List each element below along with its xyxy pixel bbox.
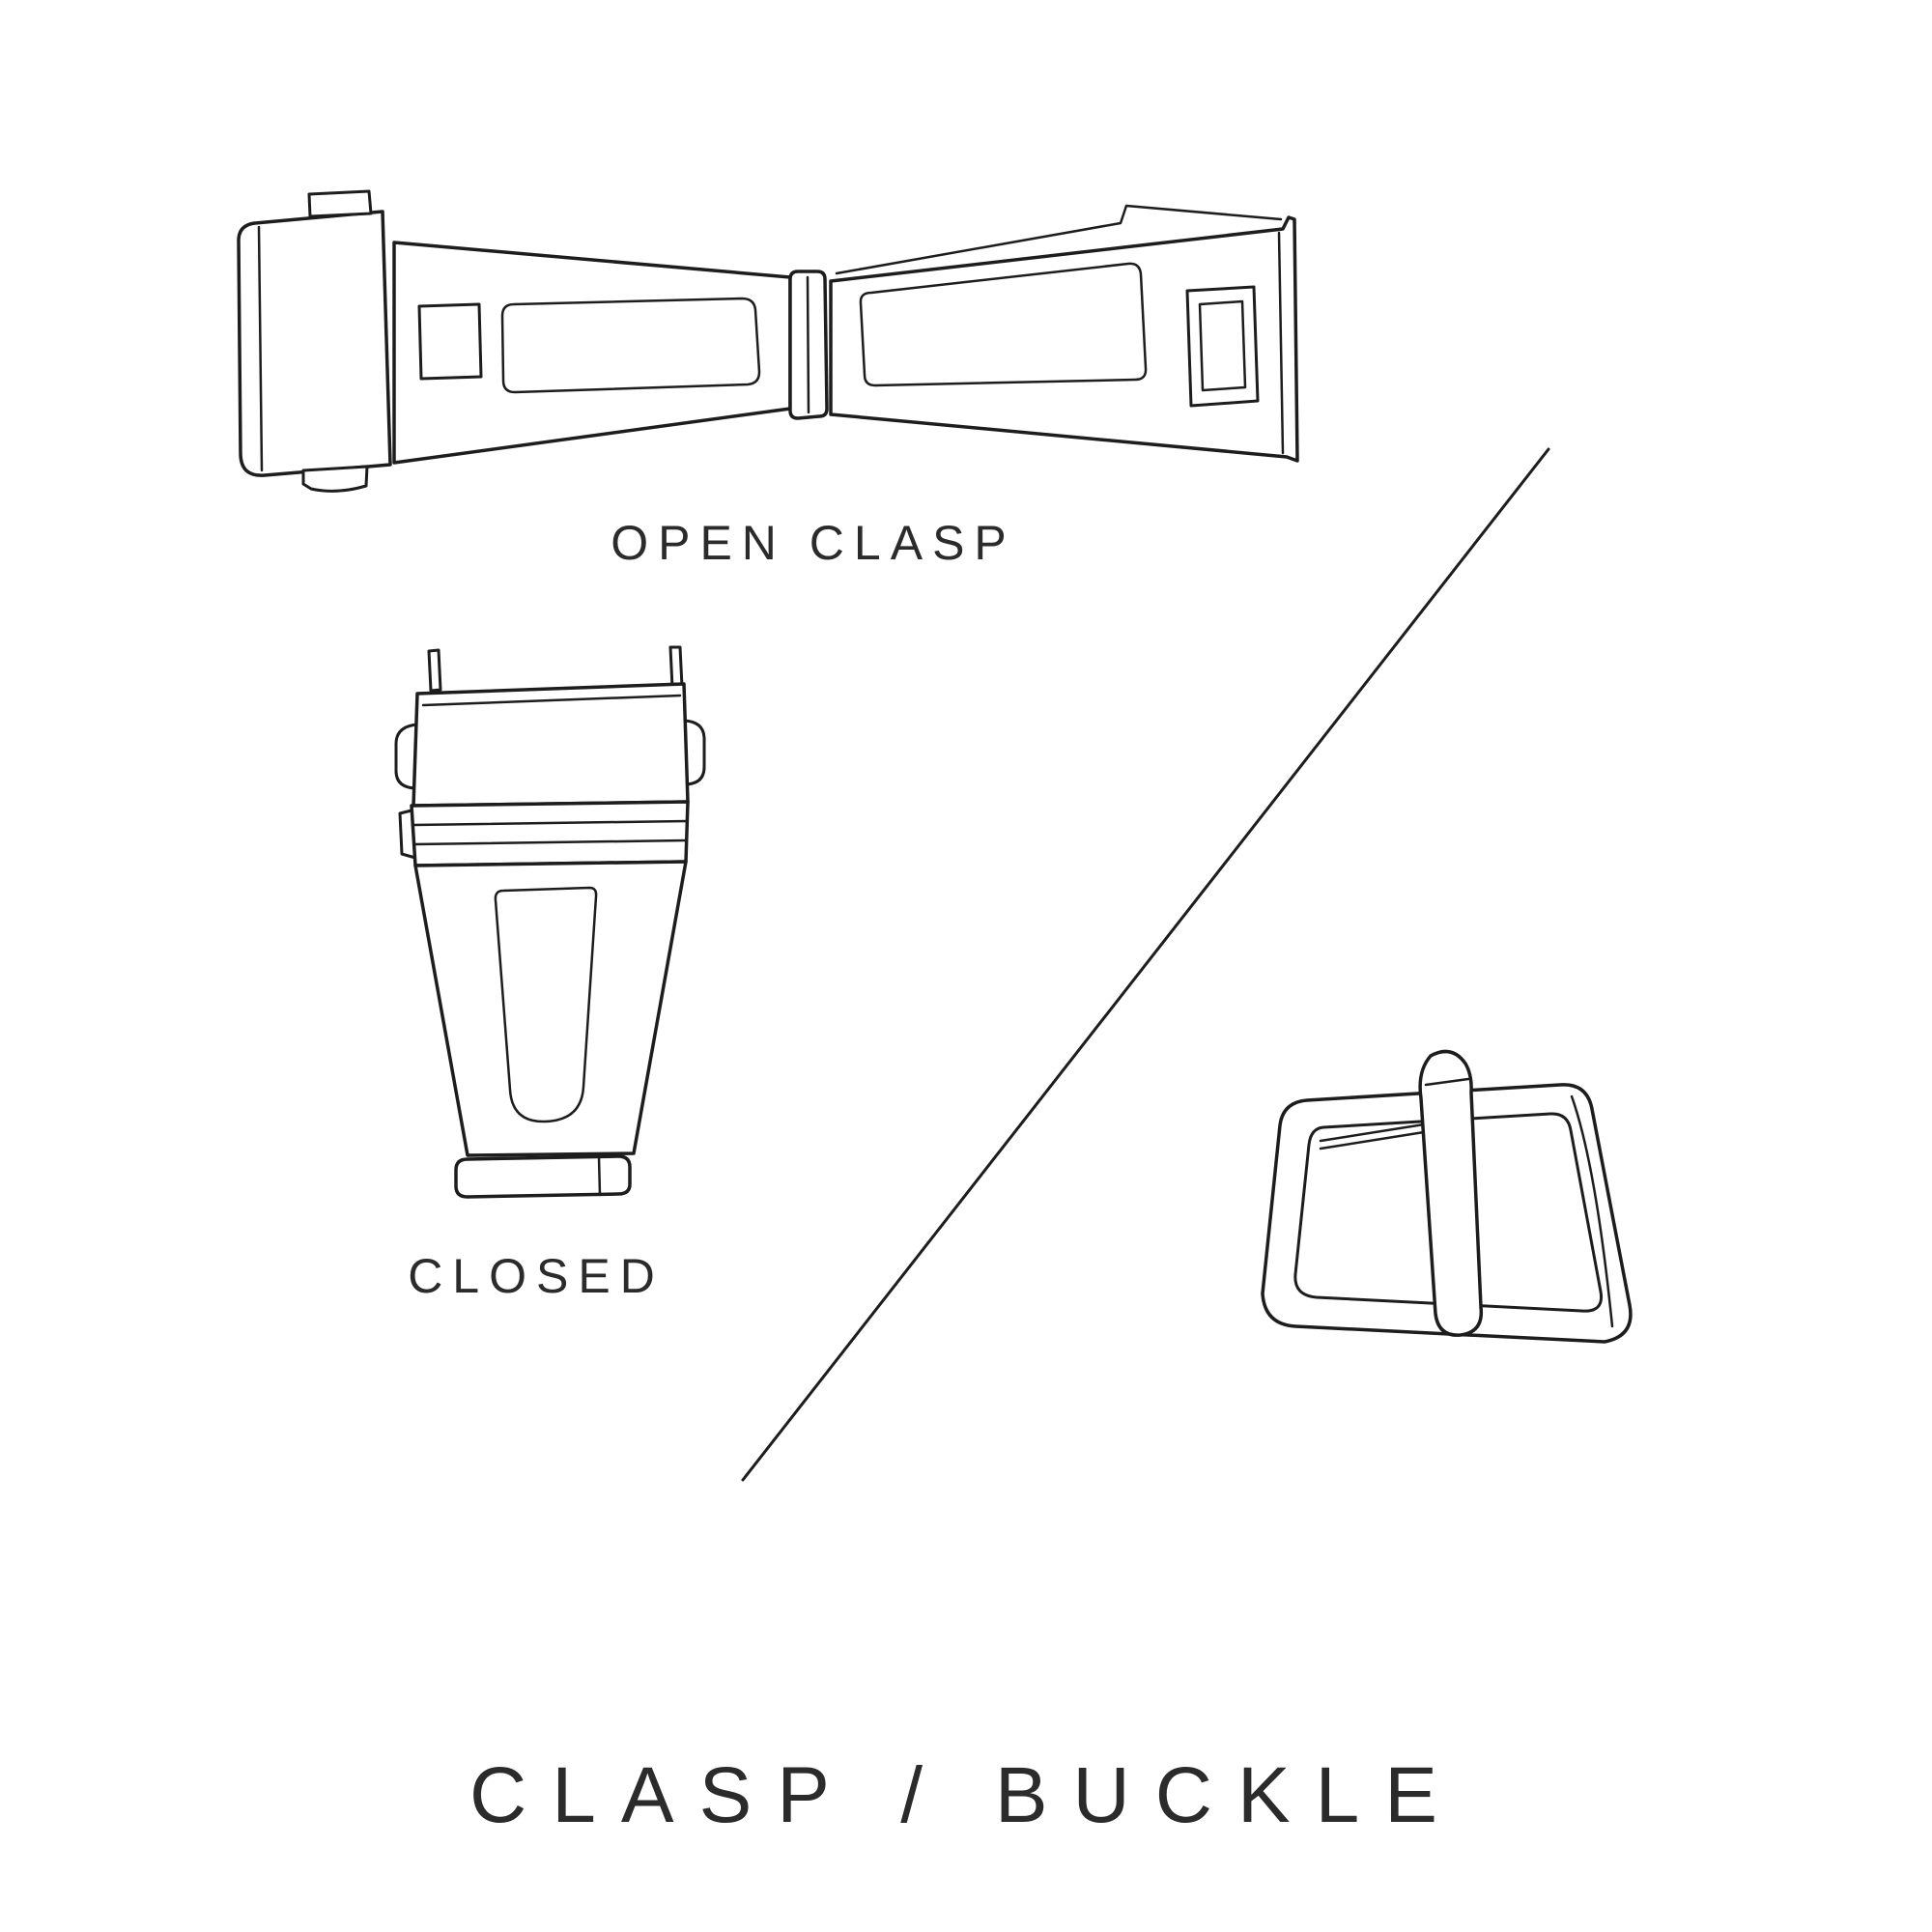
open-clasp-details (417, 262, 1260, 408)
open-clasp-hinge (788, 270, 829, 420)
buckle-illustration (1232, 1038, 1657, 1425)
open-clasp-illustration (222, 179, 1304, 507)
closed-clasp-band (398, 800, 690, 867)
closed-clasp-illustration (377, 645, 706, 1208)
closed-clasp-label: CLOSED (408, 1249, 665, 1303)
closed-clasp-body (413, 860, 688, 1157)
buckle-tang (1418, 1049, 1484, 1337)
closed-clasp-side-ears (394, 719, 706, 790)
page-title: CLASP / BUCKLE (469, 1751, 1463, 1839)
open-clasp-label: OPEN CLASP (611, 516, 1016, 570)
open-clasp-left-arm (392, 241, 792, 465)
closed-clasp-base (454, 1154, 632, 1199)
open-clasp-cover (237, 189, 392, 493)
closed-clasp-top-box (412, 682, 690, 808)
open-clasp-right-arm (829, 204, 1299, 463)
